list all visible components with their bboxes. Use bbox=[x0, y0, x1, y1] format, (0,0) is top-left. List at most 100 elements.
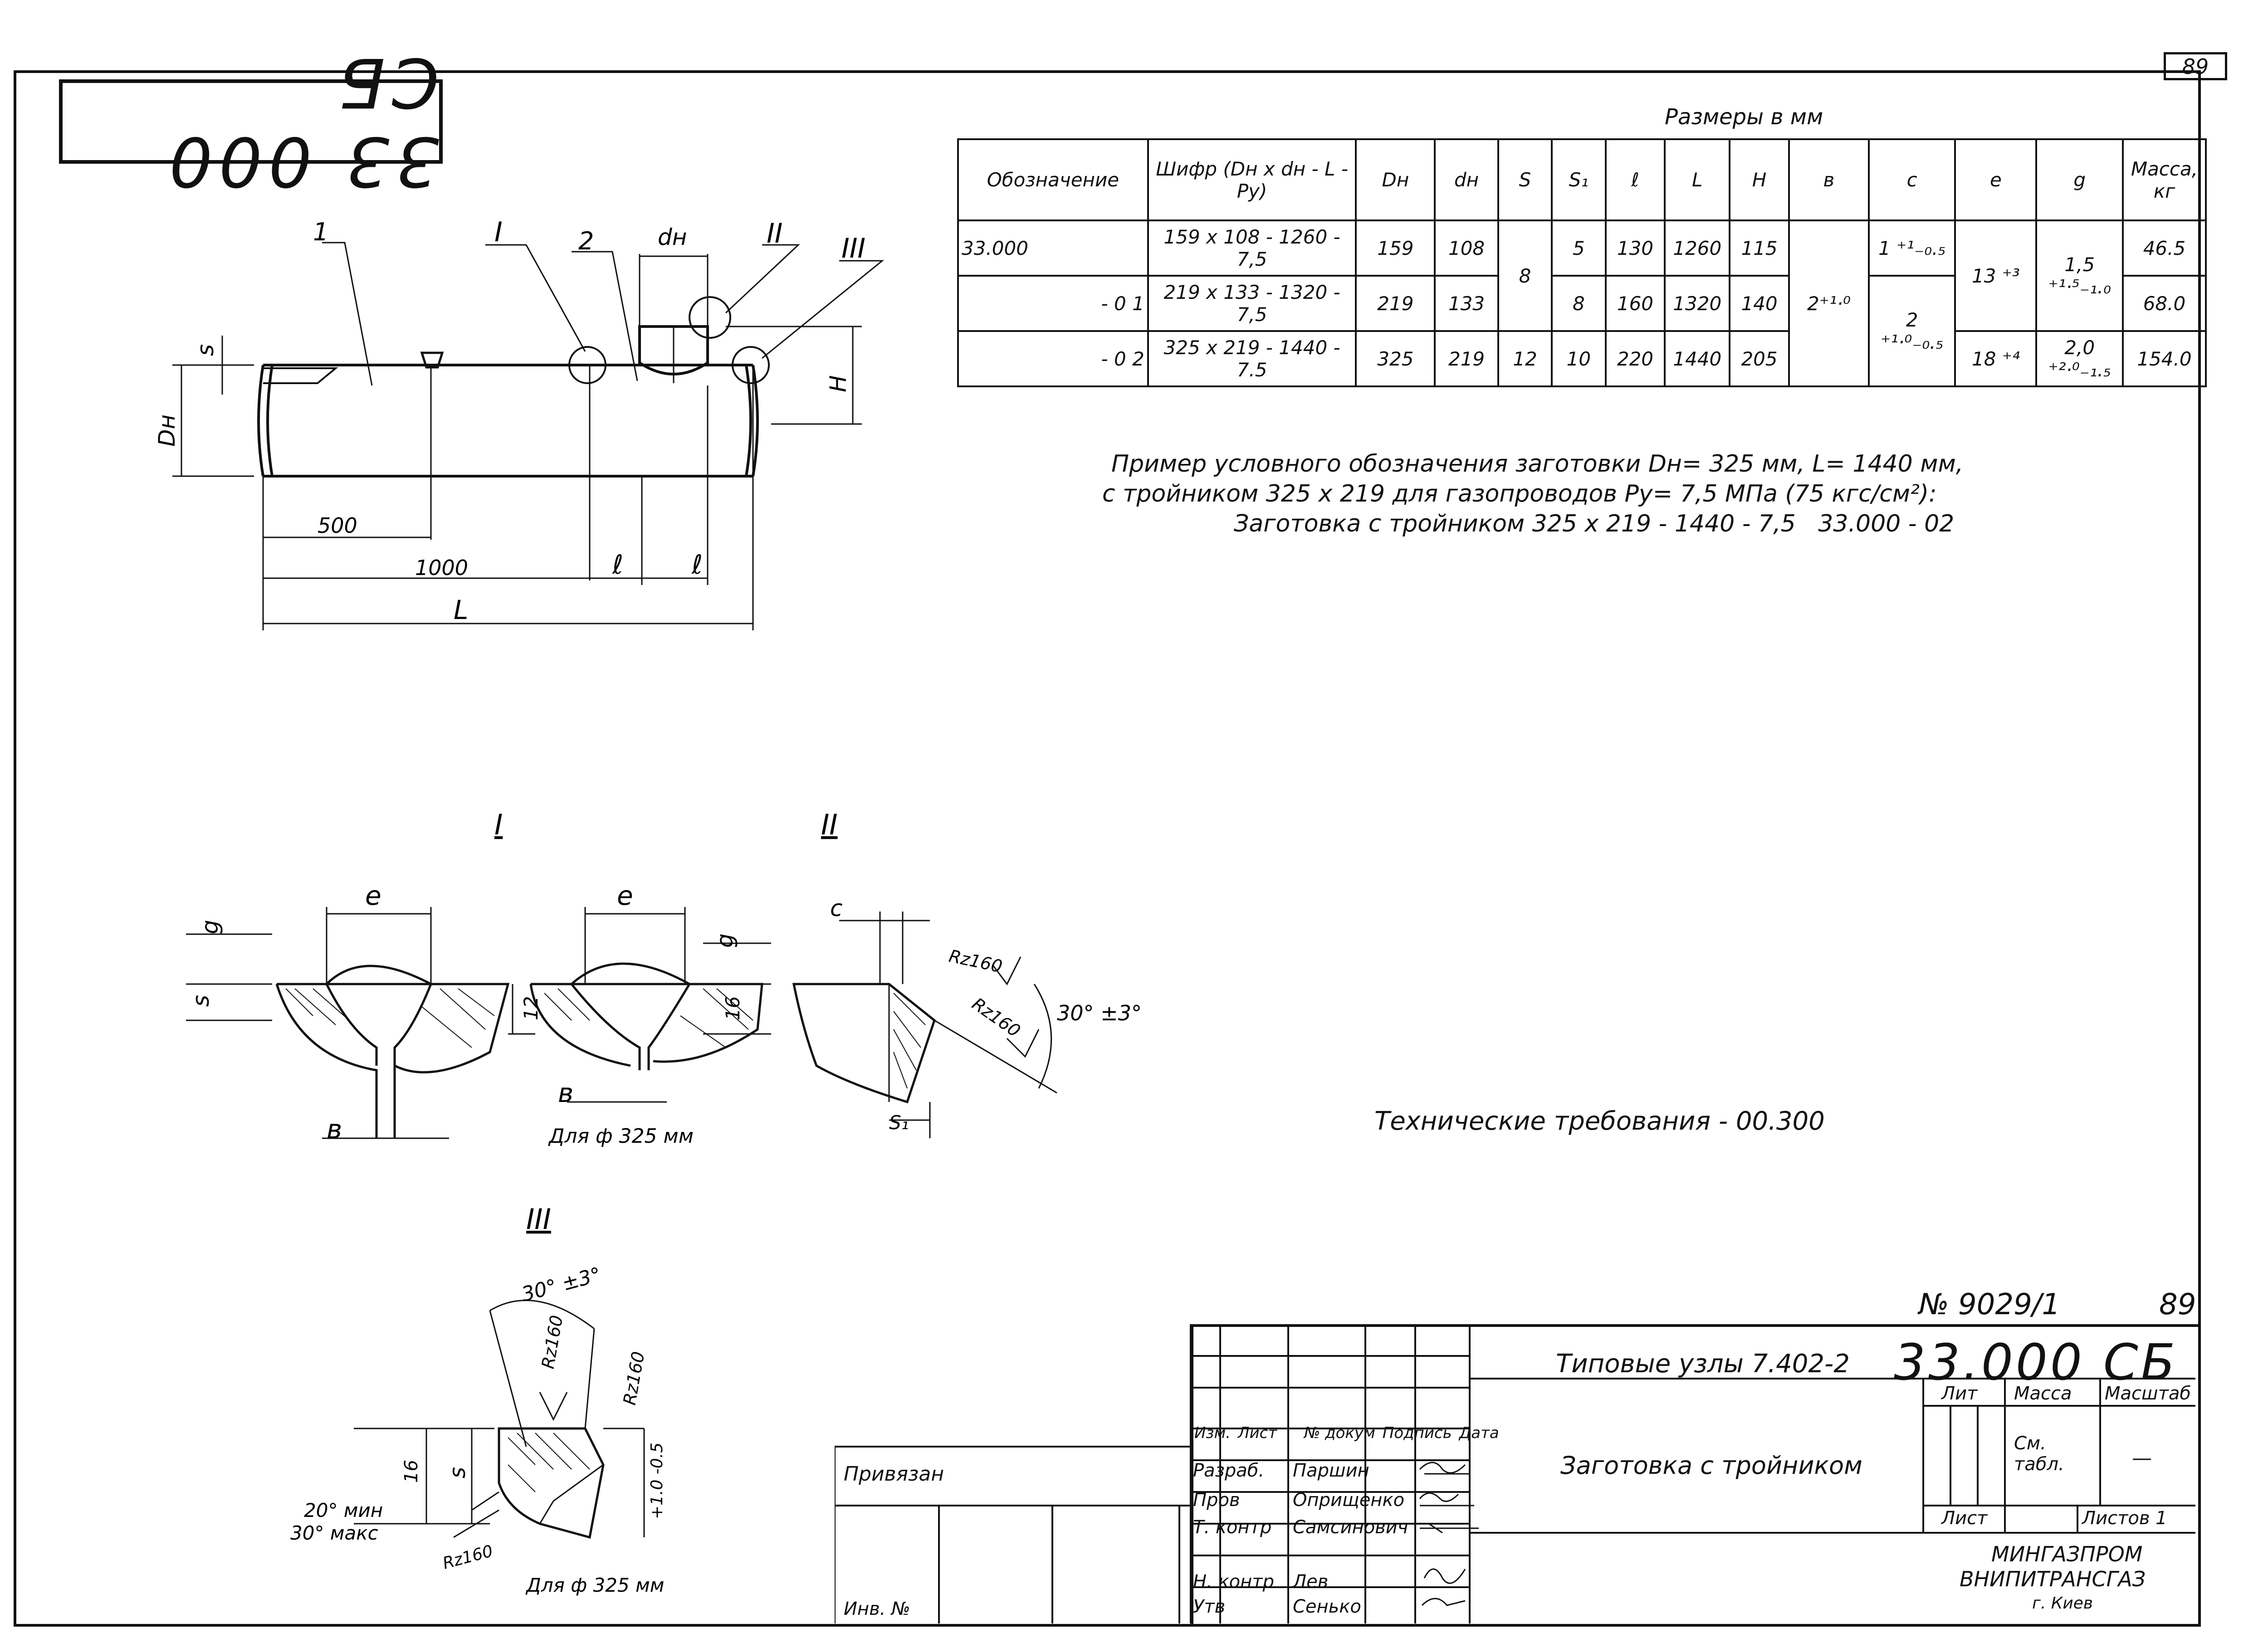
label-12: 12 bbox=[520, 996, 542, 1020]
name-5: Сенько bbox=[1293, 1596, 1361, 1617]
th-g: g bbox=[2035, 138, 2124, 221]
cell-l: 220 bbox=[1604, 330, 1666, 387]
label-view-II-title: II bbox=[821, 808, 838, 841]
cell-L: 1260 bbox=[1664, 219, 1731, 277]
label-g-1: g bbox=[197, 920, 223, 934]
th-cipher: Шифр (Dн x dн - L - Pу) bbox=[1147, 138, 1357, 221]
cell-Dn: 159 bbox=[1355, 219, 1436, 277]
label-c: c bbox=[830, 895, 843, 921]
label-l-2: ℓ bbox=[691, 549, 703, 580]
table-caption: Размеры в мм bbox=[1665, 104, 1823, 130]
th-e: e bbox=[1954, 138, 2038, 221]
massa-label: Масса bbox=[2014, 1383, 2072, 1404]
col-doc: № докум bbox=[1304, 1424, 1375, 1442]
cell-H: 205 bbox=[1729, 330, 1790, 387]
title-block-grid bbox=[835, 1324, 2195, 1623]
label-view-III: III bbox=[841, 233, 865, 264]
cell-S1: 5 bbox=[1551, 219, 1607, 277]
label-view-I: I bbox=[494, 216, 503, 248]
cell-designation: - 0 1 bbox=[957, 275, 1149, 332]
label-1000: 1000 bbox=[415, 556, 468, 580]
org-3: г. Киев bbox=[2032, 1594, 2093, 1613]
role-prov: Пров bbox=[1193, 1490, 1240, 1511]
label-min20: 20° мин bbox=[304, 1499, 383, 1521]
cell-L: 1440 bbox=[1664, 330, 1731, 387]
th-designation: Обозначение bbox=[957, 138, 1149, 221]
th-Dn: Dн bbox=[1355, 138, 1436, 221]
label-angle-2: 30° ±3° bbox=[519, 1263, 604, 1306]
cell-l: 160 bbox=[1604, 275, 1666, 332]
role-nkontr: Н. контр bbox=[1193, 1571, 1274, 1592]
label-part-2: 2 bbox=[578, 227, 594, 255]
org-1: МИНГАЗПРОМ bbox=[1991, 1542, 2143, 1566]
label-view-III-title: III bbox=[526, 1203, 551, 1236]
role-tkontr: Т. контр bbox=[1193, 1517, 1272, 1538]
cell-e: 18 ⁺⁴ bbox=[1954, 330, 2038, 387]
stamp-header: Изм. Лист № докум Подпись Дата bbox=[1191, 1424, 1504, 1442]
section-views-I-II: I II e e g g s 12 16 в в Для ф 325 мм c … bbox=[186, 808, 1142, 1148]
masshtab-label: Масштаб bbox=[2105, 1383, 2191, 1404]
col-izm: Изм. bbox=[1194, 1424, 1231, 1442]
label-L: L bbox=[454, 595, 468, 625]
title-code: 33.000 СБ bbox=[1894, 1333, 2178, 1391]
label-s-2: s bbox=[445, 1467, 470, 1478]
org-2: ВНИПИТРАНСГАЗ bbox=[1960, 1567, 2146, 1591]
title-block bbox=[1191, 1324, 2198, 1624]
name-4: Лев bbox=[1293, 1571, 1329, 1592]
th-L: L bbox=[1664, 138, 1731, 221]
title-series: Типовые узлы 7.402-2 bbox=[1556, 1349, 1850, 1379]
label-v-1: в bbox=[327, 1114, 342, 1145]
cell-cipher: 219 x 133 - 1320 - 7,5 bbox=[1147, 275, 1357, 332]
cell-S: 8 bbox=[1497, 219, 1553, 332]
cell-Dn: 219 bbox=[1355, 275, 1436, 332]
label-16-2: 16 bbox=[401, 1460, 422, 1483]
label-max30: 30° макс bbox=[290, 1522, 378, 1544]
th-mass: Масса, кг bbox=[2121, 138, 2207, 221]
name-2: Оприщенко bbox=[1293, 1490, 1405, 1511]
example-line-1: Пример условного обозначения заготовки D… bbox=[1111, 450, 1964, 478]
cell-L: 1320 bbox=[1664, 275, 1731, 332]
cell-dn: 133 bbox=[1434, 275, 1499, 332]
col-sign: Подпись bbox=[1382, 1424, 1452, 1442]
cell-S1: 8 bbox=[1551, 275, 1607, 332]
main-assembly-drawing: 1 2 I II III dн s Dн H 500 1000 ℓ ℓ L bbox=[154, 216, 885, 630]
label-g-2: g bbox=[712, 933, 738, 948]
th-S: S bbox=[1497, 138, 1553, 221]
doc-page: 89 bbox=[2159, 1288, 2196, 1321]
label-l-1: ℓ bbox=[612, 549, 623, 580]
label-rz160-4: Rz160 bbox=[620, 1350, 649, 1407]
name-1: Паршин bbox=[1293, 1460, 1369, 1481]
label-H: H bbox=[825, 375, 851, 392]
label-v-2: в bbox=[558, 1077, 573, 1108]
list-label: Лист bbox=[1941, 1508, 1988, 1529]
sheet-frame bbox=[14, 70, 2201, 1627]
cell-S1: 10 bbox=[1551, 330, 1607, 387]
cell-v: 2⁺¹·⁰ bbox=[1788, 219, 1870, 387]
label-500: 500 bbox=[318, 513, 357, 538]
th-l: ℓ bbox=[1604, 138, 1666, 221]
inv-label: Инв. № bbox=[844, 1599, 910, 1619]
th-c: c bbox=[1867, 138, 1956, 221]
cell-cipher: 159 x 108 - 1260 - 7,5 bbox=[1147, 219, 1357, 277]
label-Dn: Dн bbox=[154, 414, 180, 447]
lit-label: Лит bbox=[1941, 1383, 1978, 1404]
cell-mass: 46.5 bbox=[2121, 219, 2207, 277]
cell-g: 1,5 ⁺¹·⁵₋₁.₀ bbox=[2035, 219, 2124, 332]
label-rz160-3: Rz160 bbox=[538, 1314, 567, 1370]
cell-Dn: 325 bbox=[1355, 330, 1436, 387]
label-dn: dн bbox=[658, 224, 687, 250]
cell-mass: 154.0 bbox=[2121, 330, 2207, 387]
cell-designation: - 0 2 bbox=[957, 330, 1149, 387]
cell-c: 2 ⁺¹·⁰₋₀.₅ bbox=[1867, 275, 1956, 387]
th-dn: dн bbox=[1434, 138, 1499, 221]
scale-value: — bbox=[2132, 1447, 2152, 1470]
cell-c: 1 ⁺¹₋₀.₅ bbox=[1867, 219, 1956, 277]
th-S1: S₁ bbox=[1551, 138, 1607, 221]
doc-number: № 9029/1 bbox=[1919, 1288, 2061, 1321]
cell-g: 2,0 ⁺²·⁰₋₁.₅ bbox=[2035, 330, 2124, 387]
label-view-I-title: I bbox=[494, 808, 503, 841]
label-s1: S₁ bbox=[889, 1111, 909, 1134]
mass-value: См. табл. bbox=[2014, 1433, 2064, 1475]
page-number: 89 bbox=[2164, 52, 2227, 80]
th-v: в bbox=[1788, 138, 1870, 221]
